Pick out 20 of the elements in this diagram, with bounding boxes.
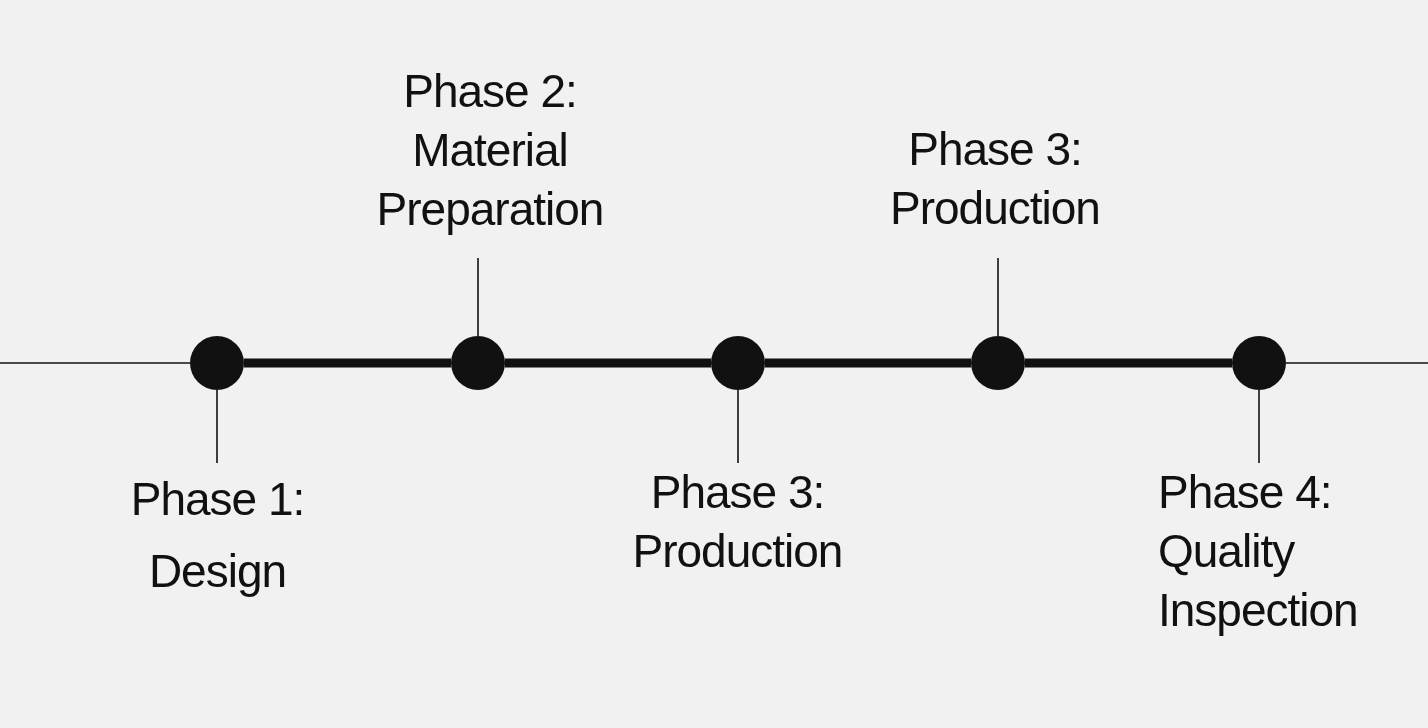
- phase-label: Phase 4: Quality Inspection: [1150, 463, 1420, 653]
- phase-label: Phase 3: Production: [590, 463, 885, 593]
- leader-line: [997, 257, 999, 337]
- timeline-dot: [971, 336, 1025, 390]
- timeline-segment: [765, 358, 971, 368]
- timeline-dot: [451, 336, 505, 390]
- timeline-line: [0, 362, 191, 364]
- timeline-dot: [711, 336, 765, 390]
- leader-line: [216, 389, 218, 464]
- leader-line: [1258, 389, 1260, 464]
- timeline-segment: [1025, 358, 1232, 368]
- leader-line: [737, 389, 739, 464]
- timeline-line: [1285, 362, 1428, 364]
- timeline-segment: [244, 358, 451, 368]
- timeline-dot: [190, 336, 244, 390]
- phase-label: Phase 2: Material Preparation: [340, 62, 640, 258]
- leader-line: [477, 257, 479, 337]
- timeline-segment: [505, 358, 711, 368]
- phase-label: Phase 3: Production: [845, 120, 1145, 258]
- timeline-dot: [1232, 336, 1286, 390]
